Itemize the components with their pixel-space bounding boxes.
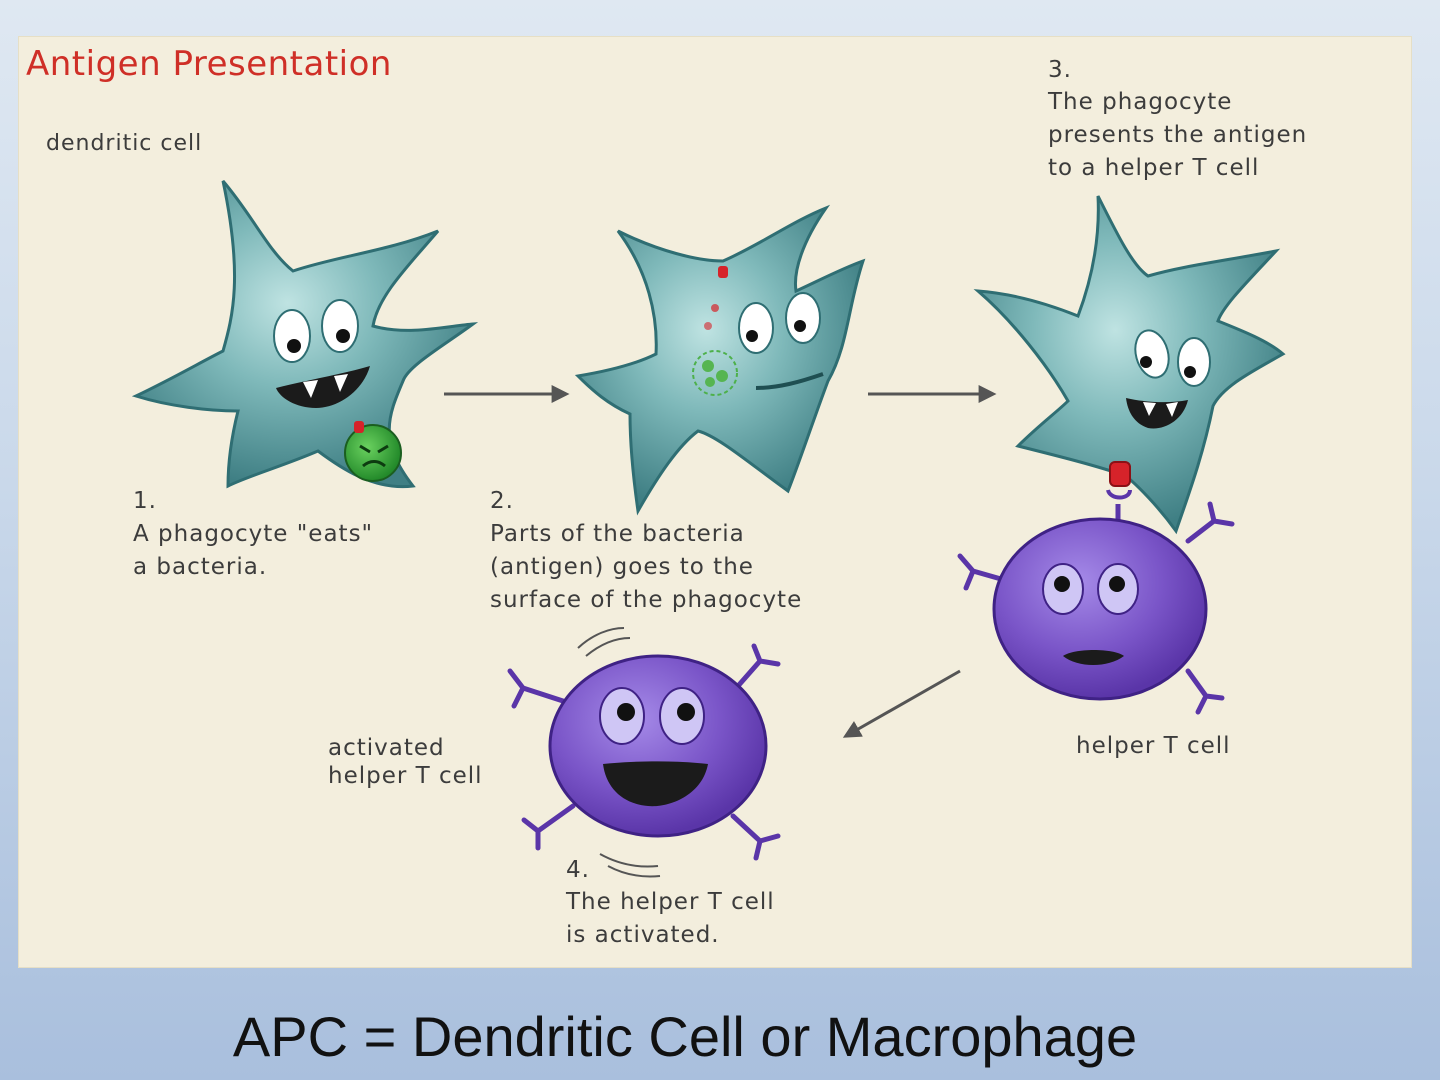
helper-t-cell [957,461,1235,715]
bacteria-icon [344,421,402,482]
step4-number: 4. [566,857,590,883]
digested-bacteria-icon [692,350,738,396]
activated-helper-t-cell [507,627,781,878]
step3-text: The phagocyte presents the antigen to a … [1048,89,1308,181]
diagram-title: Antigen Presentation [26,44,392,84]
step1-text: A phagocyte "eats" a bacteria. [133,521,374,580]
label-activated-helper-t-cell: activated helper T cell [328,735,483,789]
diagram-panel: Antigen Presentation dendritic cell 1. A… [18,36,1412,968]
step2-text: Parts of the bacteria (antigen) goes to … [490,521,803,613]
label-dendritic-cell: dendritic cell [46,131,203,156]
label-helper-t-cell: helper T cell [1076,733,1231,759]
step1-number: 1. [133,488,157,514]
step2-number: 2. [490,488,514,514]
step3-number: 3. [1048,57,1072,83]
step4-text: The helper T cell is activated. [566,889,775,948]
dendritic-cell-1 [131,180,479,489]
arrow-step3-to-step4 [842,669,961,738]
dendritic-cell-3 [973,195,1286,535]
antigen-fragment-icon [704,266,728,330]
dendritic-cell-2 [574,204,866,516]
antigen-presentation-diagram [131,180,1286,878]
slide-caption: APC = Dendritic Cell or Macrophage [232,1005,1138,1068]
